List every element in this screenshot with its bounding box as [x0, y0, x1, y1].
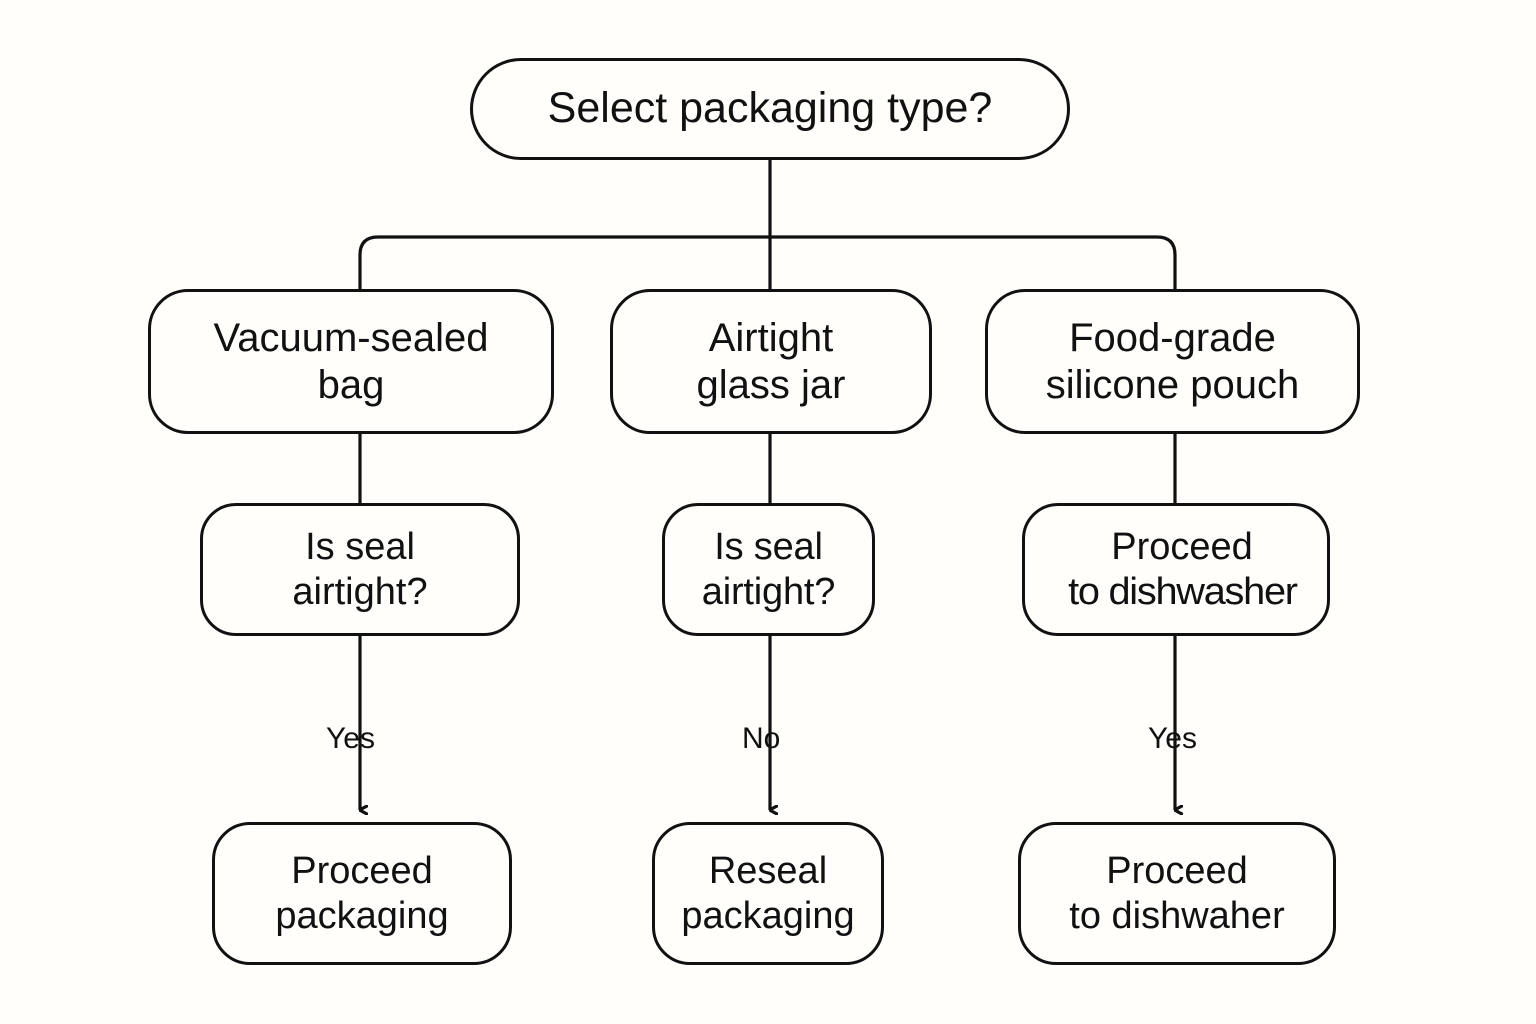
node-proceed-to-dishwasher-middle[interactable]: Proceed to dishwasher: [1022, 503, 1330, 636]
node-label: Airtight glass jar: [697, 315, 846, 408]
node-reseal-packaging[interactable]: Reseal packaging: [652, 822, 884, 965]
node-label: Proceed packaging: [275, 849, 448, 937]
node-label: Food-grade silicone pouch: [1046, 315, 1300, 408]
node-label: Is seal airtight?: [701, 525, 836, 613]
node-label-line1: Proceed: [1111, 526, 1253, 569]
node-is-seal-airtight-left[interactable]: Is seal airtight?: [200, 503, 520, 636]
node-label-line1: Vacuum-sealed: [213, 316, 489, 361]
node-label: Proceed to dishwaher: [1069, 849, 1284, 937]
node-label-line1: Is seal: [305, 526, 415, 569]
node-label-line2: packaging: [275, 894, 449, 937]
node-airtight-glass-jar[interactable]: Airtight glass jar: [610, 289, 932, 434]
node-label-line1: Reseal: [708, 850, 828, 893]
node-label: Select packaging type?: [547, 84, 993, 133]
node-label-line1: Is seal: [714, 526, 823, 569]
node-label: Proceed to dishwasher: [1068, 525, 1298, 613]
node-select-packaging-type[interactable]: Select packaging type?: [470, 58, 1070, 160]
node-label-line2: airtight?: [701, 570, 836, 613]
node-proceed-to-dishwaher-bottom[interactable]: Proceed to dishwaher: [1018, 822, 1336, 965]
node-label-line2: packaging: [681, 894, 855, 937]
node-label-line2: glass jar: [696, 362, 846, 407]
edge-label-yes-left: Yes: [326, 722, 375, 755]
node-label: Is seal airtight?: [292, 525, 427, 613]
node-label-line2: bag: [317, 362, 385, 407]
node-label-line1: Airtight: [708, 316, 834, 361]
node-label: Vacuum-sealed bag: [214, 315, 489, 408]
node-is-seal-airtight-middle[interactable]: Is seal airtight?: [662, 503, 875, 636]
node-proceed-packaging[interactable]: Proceed packaging: [212, 822, 512, 965]
node-label-line1: Proceed: [1106, 850, 1248, 893]
node-label-line2: silicone pouch: [1045, 362, 1300, 407]
node-food-grade-silicone-pouch[interactable]: Food-grade silicone pouch: [985, 289, 1360, 434]
node-label: Reseal packaging: [681, 849, 854, 937]
node-label-line1: Food-grade: [1069, 316, 1276, 361]
node-label-line1: Proceed: [291, 850, 433, 893]
edge-label-no-middle: No: [742, 722, 781, 755]
edge-label-yes-right: Yes: [1148, 722, 1197, 755]
node-vacuum-sealed-bag[interactable]: Vacuum-sealed bag: [148, 289, 554, 434]
node-label-line2: to dishwasher: [1067, 570, 1298, 613]
edge-root-bus: [358, 235, 1177, 290]
node-label-line2: airtight?: [292, 570, 428, 613]
node-label-line2: to dishwaher: [1069, 894, 1285, 937]
